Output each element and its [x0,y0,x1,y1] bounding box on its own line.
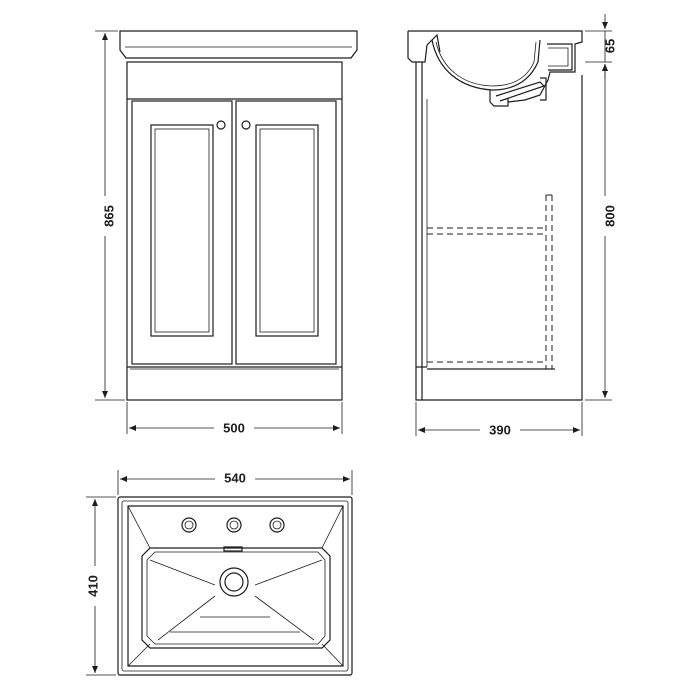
tap-hole-center [226,517,242,533]
tap-hole-left [181,517,197,533]
dimension-basin-width: 540 [117,470,353,495]
dimension-side-depth: 390 [415,402,583,439]
label-side-depth: 390 [489,422,511,437]
front-view [119,30,358,401]
front-left-door [131,100,233,365]
label-side-height: 800 [602,205,617,227]
front-cabinet-body [126,61,343,401]
dimension-basin-lip: 65 [585,14,617,79]
label-front-width: 500 [223,420,245,435]
side-waste-trap [489,81,546,107]
label-front-height: 865 [101,205,116,227]
front-basin-top [119,30,358,59]
tap-hole-right [269,517,285,533]
basin-plan-view [117,496,353,676]
right-door-knob [241,120,251,130]
left-door-knob [216,120,226,130]
overflow-slot [223,546,243,552]
label-basin-depth: 410 [85,575,100,597]
side-basin-profile [407,30,583,103]
plan-basin-bowl [141,547,331,649]
side-cabinet-body [415,62,583,401]
dimension-basin-depth: 410 [84,496,116,676]
front-right-door [235,100,337,365]
side-view [407,30,583,401]
dimension-side-height: 800 [585,64,620,401]
label-basin-lip: 65 [602,39,617,53]
label-basin-width: 540 [224,470,246,485]
dimension-front-height: 865 [95,30,125,401]
plan-basin-outline [117,496,353,676]
plan-waste [219,567,249,597]
side-hidden-shelf [427,194,553,369]
dimension-front-width: 500 [126,402,343,437]
